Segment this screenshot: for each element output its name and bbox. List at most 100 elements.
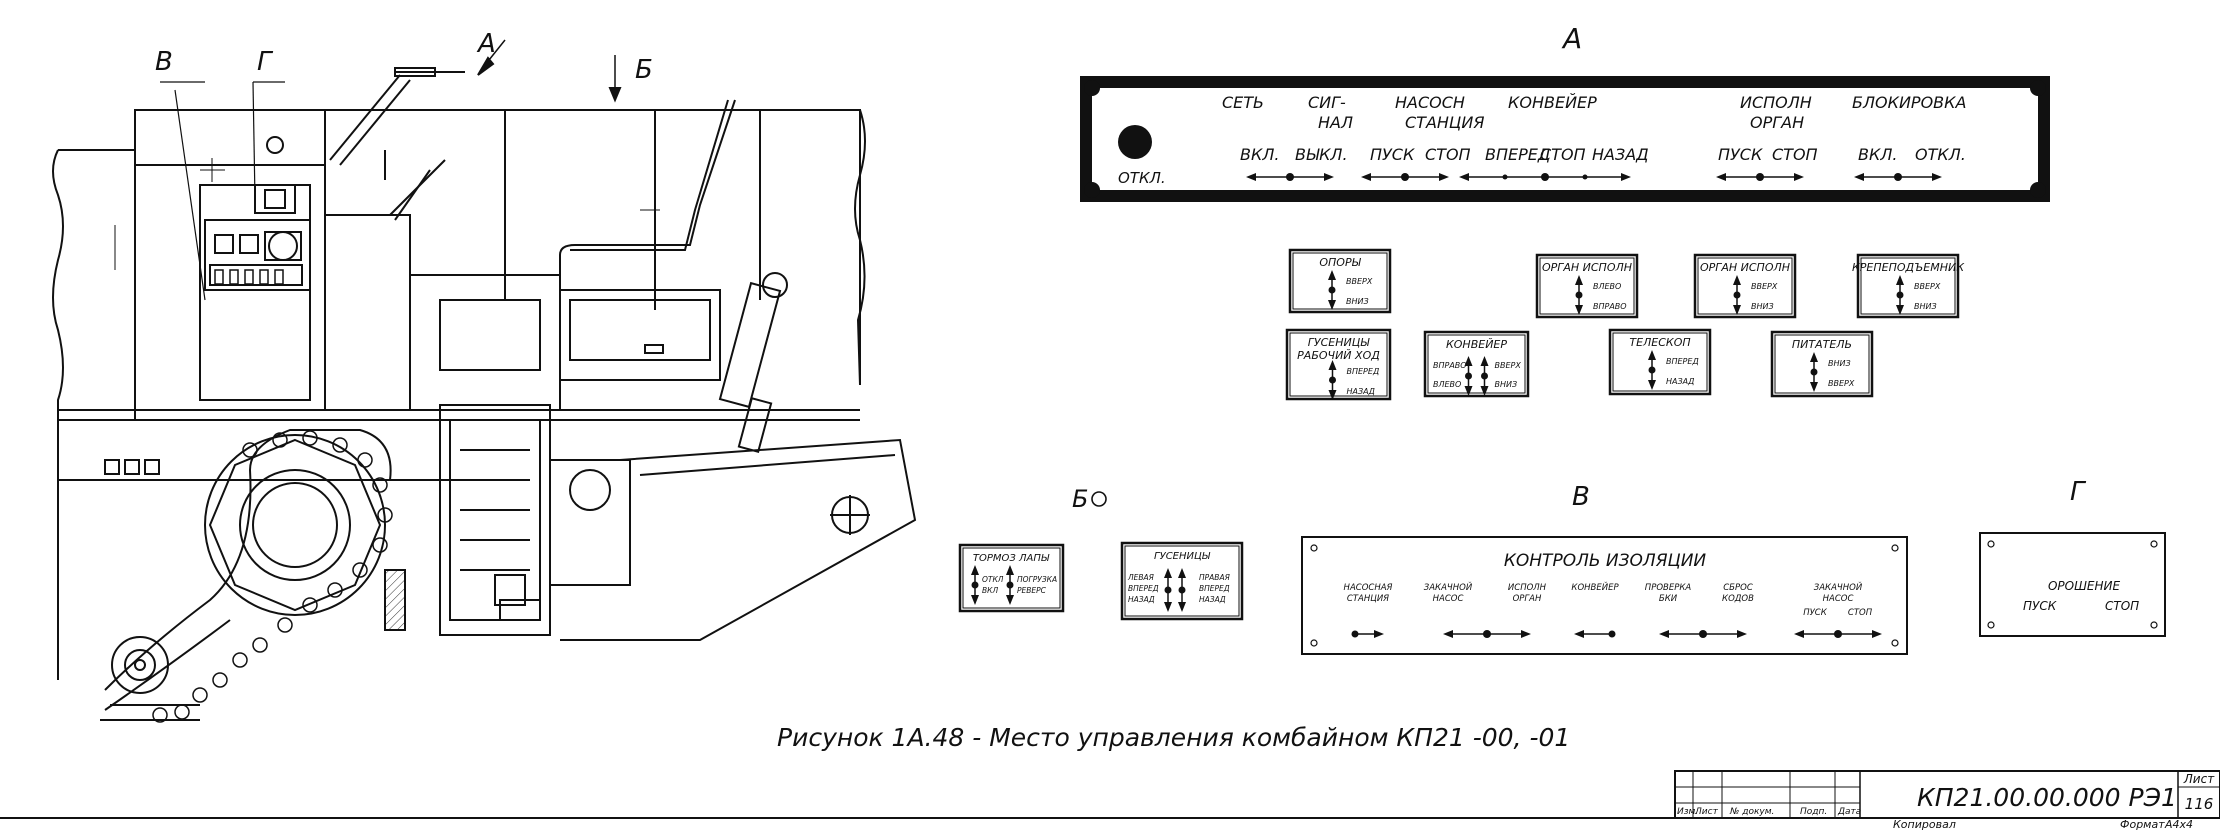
panel-a-mid-3: СТОП: [1540, 145, 1586, 164]
emergency-stop-button[interactable]: [1118, 125, 1152, 159]
switch-title: ОРГАН ИСПОЛН: [1542, 261, 1632, 274]
insulation-label-1: НАСОСНАЯ: [1344, 583, 1393, 593]
panel-a-title-0: СЕТЬ: [1222, 93, 1264, 112]
insulation-toggle-0[interactable]: [1351, 630, 1385, 638]
col-date: Дата: [1837, 807, 1861, 817]
view-label-a: А: [476, 29, 496, 59]
col-sign: Подп.: [1800, 807, 1827, 817]
view-label-b: Б: [635, 55, 653, 85]
section-label-g: Г: [2070, 477, 2087, 507]
brake-title: ТОРМОЗ ЛАПЫ: [973, 553, 1050, 564]
panel-a-right-2: СТОП: [1425, 145, 1471, 164]
switch-title: ТЕЛЕСКОП: [1629, 336, 1690, 349]
panel-a-left-2: ПУСК: [1370, 145, 1415, 164]
insulation-label-1: ЗАКАЧНОЙ: [1814, 581, 1863, 593]
tracks-toggle-right[interactable]: [1178, 568, 1186, 612]
panel-g-title: ОРОШЕНИЕ: [2048, 579, 2121, 593]
insulation-label-2: ОРГАН: [1513, 594, 1542, 604]
insulation-start: ПУСК: [1803, 608, 1828, 618]
switch-toggle[interactable]: [1575, 275, 1583, 315]
insulation-label-2: НАСОС: [1433, 594, 1464, 604]
tracks-r2: ВПЕРЕД: [1199, 584, 1230, 593]
panel-g-start: ПУСК: [2023, 599, 2057, 613]
switch-down: НАЗАД: [1666, 377, 1694, 386]
panel-a-title-4: ИСПОЛН: [1740, 93, 1812, 112]
switch-plate: ПИТАТЕЛЬ ВНИЗ ВВЕРХ: [1770, 330, 1874, 398]
switch-down: ВНИЗ: [1751, 302, 1774, 311]
col-list: Лист: [1694, 807, 1719, 817]
switch-toggle[interactable]: [1810, 352, 1818, 392]
panel-g-stop: СТОП: [2105, 599, 2139, 613]
panel-a-toggle-4[interactable]: [1716, 173, 1804, 181]
panel-a-subtitle-1: НАЛ: [1318, 113, 1353, 132]
insulation-toggle-1[interactable]: [1443, 630, 1531, 638]
tracks-r1: ПРАВАЯ: [1199, 573, 1230, 582]
insulation-toggle-4[interactable]: [1659, 630, 1747, 638]
switch-toggle[interactable]: [1733, 275, 1741, 315]
panel-a-title-1: СИГ-: [1308, 93, 1346, 112]
switch-down: ВНИЗ: [1914, 302, 1937, 311]
switch-title: КОНВЕЙЕР: [1446, 338, 1507, 351]
switch-title: КРЕПЕПОДЪЕМНИК: [1852, 261, 1965, 274]
switch-title: ГУСЕНИЦЫ: [1308, 336, 1371, 349]
switch-up: ВПЕРЕД: [1666, 357, 1699, 366]
switch-toggle-right[interactable]: [1480, 356, 1489, 396]
panel-a-right-5: ОТКЛ.: [1915, 145, 1966, 164]
switch-toggle[interactable]: [1328, 270, 1336, 310]
switch-left-down: ВЛЕВО: [1433, 380, 1461, 389]
tracks-l2: ВПЕРЕД: [1128, 584, 1159, 593]
insulation-stop: СТОП: [1848, 608, 1873, 618]
insulation-toggle-6[interactable]: [1794, 630, 1882, 638]
insulation-label-1: ЗАКАЧНОЙ: [1424, 581, 1473, 593]
switch-up: ВВЕРХ: [1751, 282, 1778, 291]
switch-down: ВНИЗ: [1346, 297, 1369, 306]
col-doc: № докум.: [1729, 807, 1774, 817]
switch-up: ВЛЕВО: [1593, 282, 1621, 291]
panel-a-right-3: НАЗАД: [1592, 145, 1649, 164]
insulation-label-2: СТАНЦИЯ: [1347, 594, 1389, 604]
switch-title: ПИТАТЕЛЬ: [1792, 338, 1852, 351]
panel-a-toggle-5[interactable]: [1854, 173, 1942, 181]
panel-a-title-2: НАСОСН: [1395, 93, 1465, 112]
brake-toggle-right[interactable]: [1006, 565, 1014, 605]
view-label-g: Г: [257, 47, 274, 77]
panel-a-toggle-2[interactable]: [1361, 173, 1449, 181]
switch-toggle-left[interactable]: [1464, 356, 1473, 396]
panel-a-left-5: ВКЛ.: [1858, 145, 1897, 164]
panel-a-toggle-3[interactable]: [1459, 173, 1631, 181]
panel-a-toggle-0[interactable]: [1246, 173, 1334, 181]
panel-a-left-3: ВПЕРЕД: [1485, 145, 1550, 164]
panel-a-title-3: КОНВЕЙЕР: [1508, 93, 1597, 112]
switch-toggle[interactable]: [1896, 275, 1904, 315]
view-label-v: В: [155, 47, 173, 77]
tracks-r3: НАЗАД: [1199, 595, 1226, 604]
insulation-label-1: КОНВЕЙЕР: [1571, 581, 1619, 593]
switch-toggle[interactable]: [1648, 350, 1656, 390]
switch-up: ВНИЗ: [1828, 359, 1851, 368]
insulation-toggle-3[interactable]: [1574, 630, 1616, 638]
copied-label: Копировал: [1893, 818, 1956, 830]
switch-toggle[interactable]: [1328, 360, 1337, 400]
switch-up: ВПЕРЕД: [1347, 367, 1380, 376]
format-value: А4х4: [2164, 818, 2193, 830]
panel-a-right-0: ВЫКЛ.: [1295, 145, 1348, 164]
switch-plate: ТЕЛЕСКОП ВПЕРЕД НАЗАД: [1608, 328, 1712, 396]
panel-a-subtitle-4: ОРГАН: [1750, 113, 1804, 132]
switch-down: ВНИЗ: [1495, 380, 1518, 389]
tracks-l3: НАЗАД: [1128, 595, 1155, 604]
panel-a: [1080, 76, 2050, 202]
brake-l2: ВКЛ: [982, 586, 998, 595]
brake-toggle-left[interactable]: [971, 565, 979, 605]
tracks-toggle-left[interactable]: [1164, 568, 1172, 612]
document-code: КП21.00.00.000 РЭ1: [1917, 783, 2177, 812]
switch-down: ВВЕРХ: [1828, 379, 1855, 388]
title-block: [0, 770, 2220, 819]
insulation-label-2: КОДОВ: [1722, 594, 1754, 604]
